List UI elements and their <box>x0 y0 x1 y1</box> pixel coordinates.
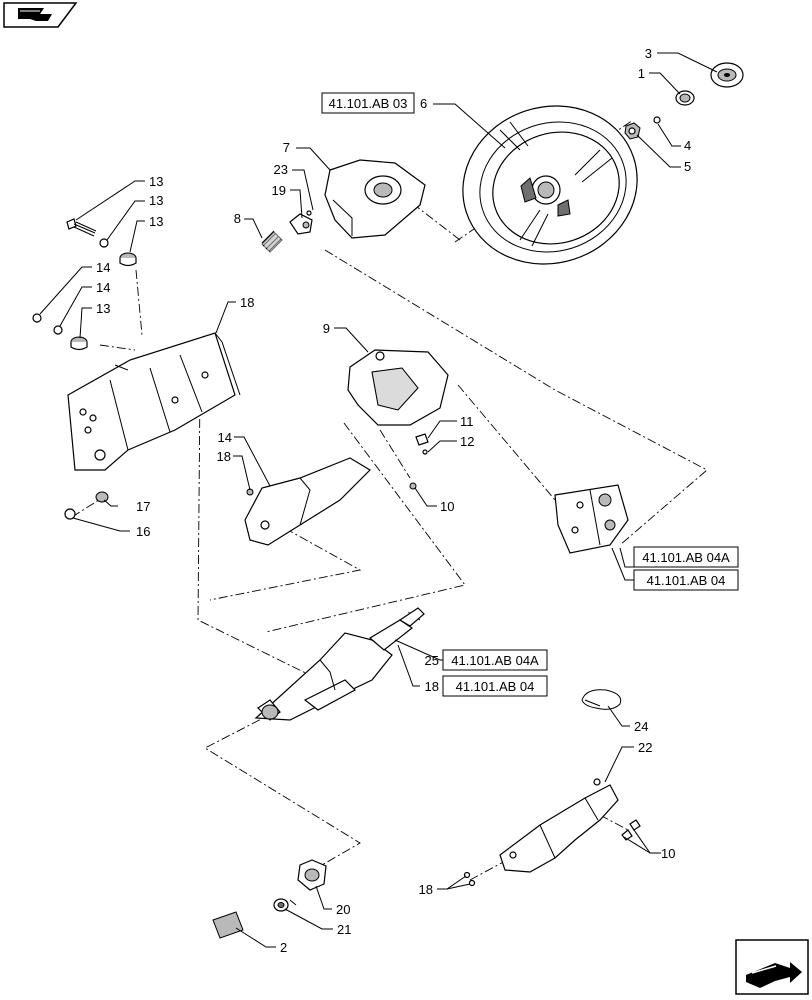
bolt-15 <box>66 218 97 237</box>
svg-text:41.101.AB 04: 41.101.AB 04 <box>647 573 726 588</box>
label-22: 18 <box>425 679 439 694</box>
label-28: 24 <box>634 719 648 734</box>
spacer-13b <box>70 336 88 351</box>
label-21: 18 <box>240 295 254 310</box>
label-16: 14 <box>96 260 110 275</box>
label-3: 3 <box>645 46 652 61</box>
label-14-second: 14 <box>96 280 110 295</box>
washer-20 <box>95 491 109 503</box>
screw-11-12 <box>409 433 429 490</box>
leader-lines <box>39 52 718 948</box>
label-25: 21 <box>337 922 351 937</box>
label-17: 14 <box>218 430 232 445</box>
label-7: 7 <box>283 140 290 155</box>
label-2: 2 <box>280 940 287 955</box>
label-5: 5 <box>684 159 691 174</box>
label-18: 18 <box>217 449 231 464</box>
svg-text:41.101.AB 03: 41.101.AB 03 <box>329 96 408 111</box>
label-20: 17 <box>136 499 150 514</box>
bolt-16 <box>32 313 42 323</box>
label-29: 25 <box>425 653 439 668</box>
next-page-arrow-icon[interactable] <box>735 939 809 995</box>
label-11-text: 11 <box>460 414 474 429</box>
svg-text:41.101.AB 04A: 41.101.AB 04A <box>451 653 539 668</box>
label-10-lower: 10 <box>661 846 675 861</box>
mounting-plate <box>554 484 629 554</box>
label-13: 13 <box>149 214 163 229</box>
label-8: 8 <box>234 211 241 226</box>
decal <box>212 911 244 939</box>
washer-14 <box>99 238 109 248</box>
reference-box-wheel[interactable]: 41.101.AB 03 <box>321 92 415 114</box>
label-13-second: 13 <box>96 301 110 316</box>
reference-box-column-a[interactable]: 41.101.AB 04A <box>442 649 548 671</box>
part-labels: 3 1 4 5 6 7 23 19 8 13 13 13 14 13 14 13… <box>96 46 691 955</box>
lower-column-cover <box>463 778 641 887</box>
grommet <box>273 898 289 912</box>
nut <box>624 122 641 140</box>
label-15: 13 <box>149 174 163 189</box>
column-bracket <box>67 332 241 471</box>
reference-box-plate-b[interactable]: 41.101.AB 04 <box>633 569 739 591</box>
reference-box-plate-a[interactable]: 41.101.AB 04A <box>633 546 739 568</box>
label-23: 19 <box>272 183 286 198</box>
label-6: 6 <box>420 96 427 111</box>
label-12: 12 <box>460 434 474 449</box>
lower-shroud-panel <box>347 349 449 426</box>
steering-column <box>254 607 425 721</box>
spring <box>261 230 283 253</box>
cable-clip <box>581 689 622 710</box>
washer-14b <box>53 325 63 335</box>
washer <box>653 116 661 124</box>
label-19: 16 <box>136 524 150 539</box>
label-24: 20 <box>336 902 350 917</box>
label-14: 13 <box>149 193 163 208</box>
horn-cap <box>710 62 744 88</box>
previous-page-arrow-icon[interactable] <box>3 2 78 28</box>
upper-shroud <box>324 159 426 239</box>
label-9: 9 <box>323 321 330 336</box>
bolt-19 <box>64 508 76 520</box>
column-cover <box>244 457 371 546</box>
reference-box-column-b[interactable]: 41.101.AB 04 <box>442 675 548 697</box>
label-4: 4 <box>684 138 691 153</box>
hub-ring <box>675 90 695 106</box>
svg-text:41.101.AB 04A: 41.101.AB 04A <box>642 550 730 565</box>
svg-text:41.101.AB 04: 41.101.AB 04 <box>456 679 535 694</box>
label-10: 10 <box>440 499 454 514</box>
label-1: 1 <box>638 66 645 81</box>
label-26: 22 <box>638 740 652 755</box>
spacer-13 <box>119 252 137 267</box>
switch-lever <box>289 210 313 235</box>
steering-wheel <box>462 105 638 265</box>
label-18-lower: 18 <box>419 882 433 897</box>
label-27: 23 <box>274 162 288 177</box>
collar <box>297 859 327 891</box>
